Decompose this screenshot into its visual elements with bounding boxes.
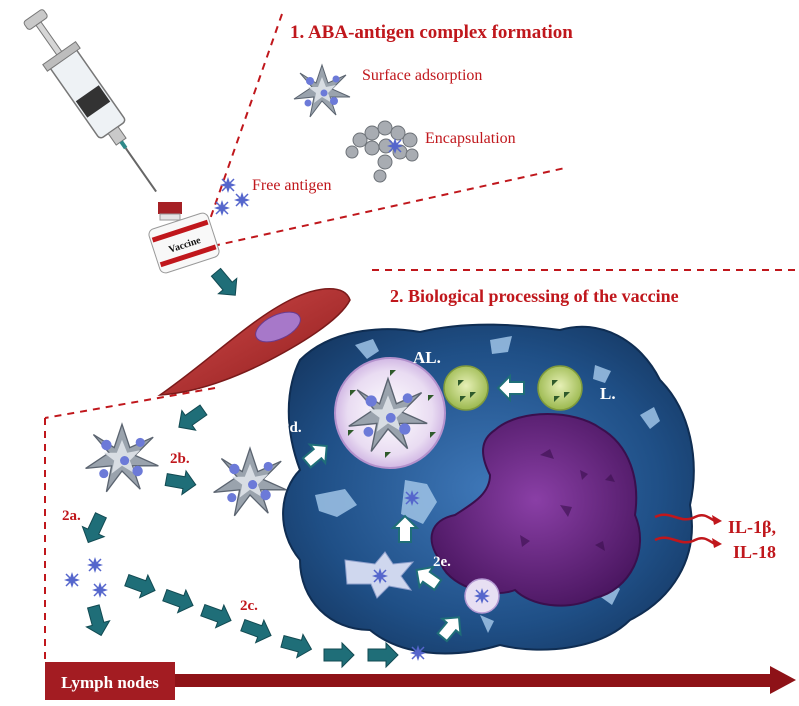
lysosome-content [348,370,436,458]
released-antigen-icon [91,581,109,599]
flow-arrow-icon [206,264,245,304]
flow-arrow-icon [171,399,211,438]
vaccine-vial: Vaccine [148,202,220,274]
al-label: AL. [413,348,441,367]
syringe-icon [23,9,157,193]
lysosome-content [458,380,570,402]
step-2b-label: 2b. [170,451,190,467]
macrophage-nucleus [430,413,641,607]
l-label: L. [600,384,616,403]
cytokine-arrows [654,513,716,546]
antigen-in-endosome-icon [371,567,389,585]
free-antigen-icon [213,199,231,217]
adsorbed-particle [212,447,288,517]
released-antigen-icon [63,571,81,589]
free-antigen-icon [233,191,251,209]
flow-arrow-icon [81,602,114,640]
il1-label: IL-1β, [728,517,776,537]
encapsulation-label: Encapsulation [425,130,516,147]
step-2b-arrow-icon [163,467,199,498]
surface-adsorption-particle [293,64,351,118]
lymph-nodes-label: Lymph nodes [61,673,159,692]
encapsulated-antigen-icon [386,137,404,155]
antigen-to-lymph-icon [409,644,427,662]
step-2d-label: 2d. [282,420,302,436]
encapsulation-cluster [345,120,419,183]
section2-title: 2. Biological processing of the vaccine [390,286,679,306]
adsorbed-particle [84,423,160,493]
step-2a-label: 2a. [62,508,81,524]
section1-title: 1. ABA-antigen complex formation [290,22,573,43]
antigen-in-phagosome-icon [473,587,491,605]
step-2c-label: 2c. [240,598,258,614]
released-antigen-icon [86,556,104,574]
lysosome [537,365,583,411]
lysosome-fusing [443,365,489,411]
dashed-guides [44,13,799,660]
muscle-cell [157,288,351,396]
antigen-in-vesicle-icon [403,489,421,507]
surface-adsorption-label: Surface adsorption [362,67,482,84]
free-antigen-label: Free antigen [252,177,332,194]
lymph-nodes-arrow-shaft [175,674,773,687]
muscle-cell-nucleus [255,311,301,343]
step-2a-arrow-icon [76,509,113,549]
nucleus-texture [520,449,615,551]
free-antigen-icon [219,176,237,194]
lymph-nodes-box [45,662,175,700]
lymph-nodes-arrowhead [770,666,796,694]
il18-label: IL-18 [733,542,776,562]
cytokine-arrowheads [712,515,722,548]
step-2e-label: 2e. [433,554,451,570]
